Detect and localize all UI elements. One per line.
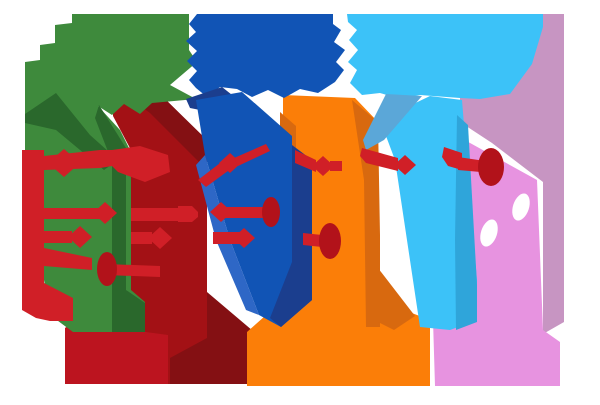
maroon-top-shade [135,97,207,170]
trace-blue-b-bar [221,207,268,218]
trace-a-pad [48,149,80,177]
trace-left-band [22,150,73,321]
trace-orange-a-stub [330,161,342,171]
trace-c2-pad [148,227,172,249]
trace-pink-ellipse [478,148,504,186]
trace-b2-pad [178,206,198,222]
maroon-bottom-shade [170,292,253,384]
trace-c2-bar [131,232,152,244]
trace-blue-c-pad [233,228,255,248]
trace-e-bar [106,264,160,277]
maroon-bottom-bright [65,322,168,384]
trace-c-pad [68,226,92,248]
orange-bottom-shade [378,268,415,330]
trace-e-pad [97,252,117,286]
trace-orange-a-pad [312,156,334,176]
green-banner-and-column [25,14,197,332]
pink-dot-lower [480,219,498,247]
trace-blue-a-stub [234,144,270,166]
trace-c-bar [44,231,72,243]
trace-d-wedge [44,248,92,270]
trace-b-bar [44,208,100,219]
trace-cyan-bar [360,148,398,171]
green-bottom-shade [126,290,145,332]
trace-cyan-pad [394,155,416,175]
blue-column-side-shade [270,145,312,327]
blue-banner [186,14,345,98]
trace-pink-wedge [442,147,462,170]
trace-a-blob [112,146,170,182]
trace-b-pad [93,202,117,224]
trace-blue-b-ellipse [262,197,280,227]
trace-orange-b-ellipse [319,223,341,259]
cyan-shadow-band [363,94,422,150]
trace-b2-bar [131,208,182,221]
trace-orange-a-bar [295,150,316,172]
pink-dot-upper [512,193,530,221]
trace-orange-b-bar [303,233,322,247]
cyan-banner [347,14,543,99]
trace-blue-c-bar [213,232,240,244]
